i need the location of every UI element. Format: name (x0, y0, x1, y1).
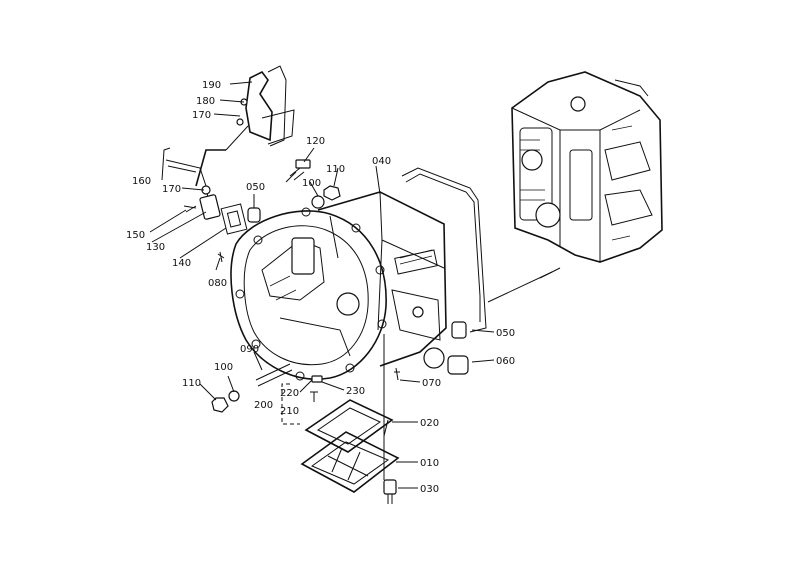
label-050-upper: 050 (246, 182, 265, 193)
label-140: 140 (172, 258, 191, 269)
part-230 (311, 375, 323, 383)
stud-090 (255, 363, 293, 387)
rear-gasket-outline (401, 167, 487, 333)
nut-110-lower (211, 397, 229, 413)
label-030: 030 (420, 484, 439, 495)
label-190: 190 (202, 80, 221, 91)
label-150: 150 (126, 230, 145, 241)
label-110-lower: 110 (182, 378, 201, 389)
label-180: 180 (196, 96, 215, 107)
label-200: 200 (254, 400, 273, 411)
rear-transmission-case (511, 71, 663, 263)
label-170-lower: 170 (162, 184, 181, 195)
label-160: 160 (132, 176, 151, 187)
label-210: 210 (280, 406, 299, 417)
label-010: 010 (420, 458, 439, 469)
leader-lines (149, 81, 495, 489)
cover-plate-010 (300, 431, 400, 493)
gasket-020 (304, 399, 394, 453)
label-070: 070 (422, 378, 441, 389)
pin-220 (310, 391, 318, 402)
pin-070 (394, 367, 400, 381)
plug-050-upper (247, 207, 261, 223)
bolt-150 (183, 205, 197, 213)
bolt-120 (285, 159, 311, 183)
cover-130 (199, 194, 221, 220)
label-020: 020 (420, 418, 439, 429)
label-040: 040 (372, 156, 391, 167)
washer-100-lower (228, 390, 240, 402)
label-120: 120 (306, 136, 325, 147)
pin-080 (217, 251, 225, 263)
part-labels: 190 180 170 120 110 100 040 160 170 050 … (126, 80, 515, 495)
nut-110-upper (323, 185, 341, 201)
label-230: 230 (346, 386, 365, 397)
plug-050-lower (451, 321, 467, 339)
label-100-lower: 100 (214, 362, 233, 373)
label-050-lower: 050 (496, 328, 515, 339)
group-200-bracket (281, 383, 300, 425)
label-220: 220 (280, 388, 299, 399)
label-080: 080 (208, 278, 227, 289)
washer-100-upper (311, 195, 325, 209)
gasket-140 (220, 203, 248, 235)
label-100-upper: 100 (302, 178, 321, 189)
label-110-upper: 110 (326, 164, 345, 175)
bolt-030 (383, 479, 397, 504)
label-170-upper: 170 (192, 110, 211, 121)
plug-060 (447, 355, 469, 375)
clutch-housing (230, 191, 447, 381)
label-130: 130 (146, 242, 165, 253)
label-060: 060 (496, 356, 515, 367)
label-090: 090 (240, 344, 259, 355)
